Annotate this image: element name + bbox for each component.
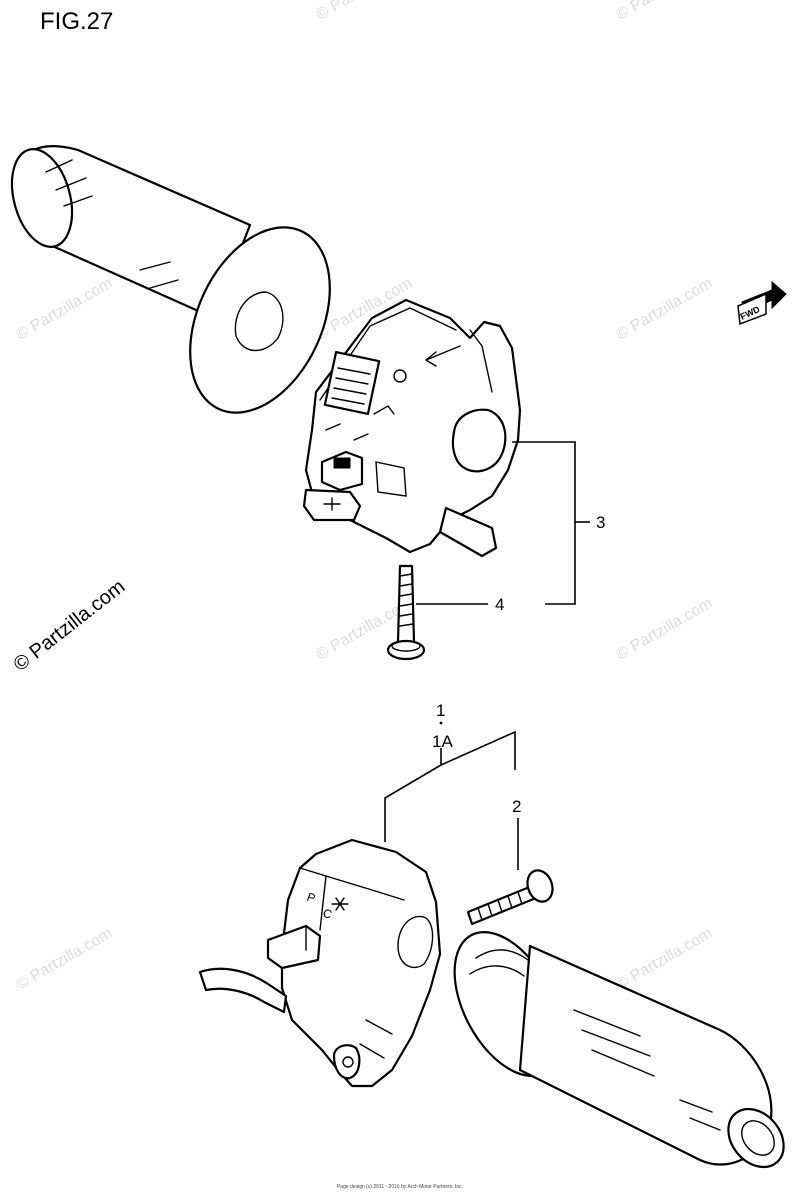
callout-label-part-4: 4 [495, 595, 504, 614]
watermark-text: © Partzilla.com [14, 925, 116, 994]
figure-title: FIG.27 [40, 8, 114, 35]
screw-part-2 [466, 869, 554, 926]
watermark-text: © Partzilla.com [14, 275, 116, 344]
callout-label-part-3: 3 [596, 513, 605, 532]
screw-part-4 [386, 564, 426, 661]
watermark-text: © Partzilla.com [614, 595, 716, 664]
watermark-text: © Partzilla.com [614, 0, 716, 23]
right-handlebar-throttle-grip [453, 930, 785, 1169]
callout-label-part-2: 2 [512, 797, 521, 816]
partzilla-watermark: © Partzilla.com [10, 576, 130, 676]
forward-arrow-icon: FWD [737, 280, 787, 326]
callout-leaders-lower [384, 721, 519, 870]
left-handlebar-switch-assembly [302, 298, 522, 558]
callout-label-part-1a: 1A [432, 732, 453, 751]
left-handlebar-grip [10, 145, 331, 414]
watermark-text: © Partzilla.com [614, 275, 716, 344]
callout-leaders-upper [416, 441, 590, 605]
watermark-text: © Partzilla.com [614, 925, 716, 994]
right-handlebar-switch-assembly: P C [198, 838, 442, 1088]
callout-label-part-1: 1 [436, 701, 445, 720]
watermark-text: © Partzilla.com [314, 0, 416, 23]
footer-line-2: Page design (c) 2011 - 2016 by Arch Moto… [337, 1184, 463, 1190]
